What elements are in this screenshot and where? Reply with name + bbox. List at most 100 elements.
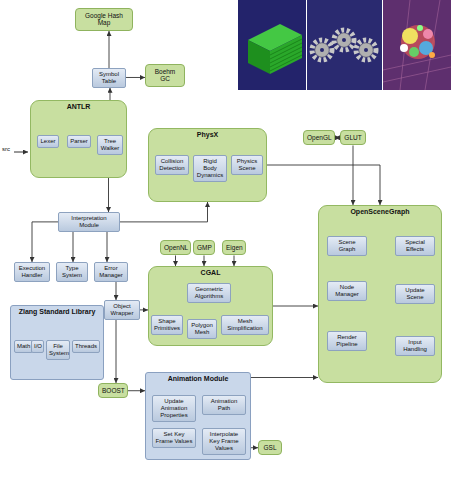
- box-label: Update Scene: [398, 287, 432, 301]
- slab-stripes: [270, 39, 302, 71]
- box-label: Special Effects: [398, 239, 432, 253]
- render-panel: [307, 0, 382, 90]
- library-box: OpenNL: [160, 240, 191, 255]
- box-label: I/O: [34, 343, 41, 350]
- component-box: Collision Detection: [155, 155, 189, 175]
- connector-arrow: [73, 232, 74, 262]
- input-label: src: [1, 146, 11, 152]
- box-label: Animation Module: [146, 373, 250, 383]
- component-box: Threads: [72, 340, 100, 353]
- box-label: Parser: [70, 138, 88, 145]
- module-group: MathI/OFile SystemThreadsZlang Standard …: [10, 305, 104, 380]
- component-box: Node Manager: [327, 281, 367, 301]
- connector-arrow: [128, 390, 145, 391]
- component-box: Rigid Body Dynamics: [193, 155, 227, 182]
- box-label: Input Handling: [398, 339, 432, 353]
- component-box: Tree Walker: [97, 135, 123, 155]
- box-label: Rigid Body Dynamics: [196, 158, 224, 179]
- component-box: Update Scene: [395, 284, 435, 304]
- box-label: BOOST: [102, 387, 124, 394]
- grid: [383, 0, 451, 90]
- component-box: I/O: [31, 340, 44, 353]
- connector-arrow: [251, 447, 258, 448]
- library-box: Eigen: [222, 240, 246, 255]
- box-label: Render Pipeline: [330, 334, 364, 348]
- box-label: Boehm GC: [149, 68, 181, 83]
- component-box: Polygon Mesh: [187, 319, 217, 339]
- box-label: Shape Primitives: [154, 318, 180, 332]
- box-label: Google Hash Map: [79, 12, 129, 27]
- render-panel: [238, 0, 306, 90]
- component-box: Render Pipeline: [327, 331, 367, 351]
- component-box: Shape Primitives: [151, 315, 183, 335]
- slab-side: [270, 35, 302, 74]
- component-box: Geometric Algorithms: [187, 283, 231, 303]
- connector-arrow: [32, 222, 58, 262]
- library-box: GSL: [258, 440, 282, 455]
- box-label: Geometric Algorithms: [190, 286, 228, 300]
- connector-arrow: [126, 77, 145, 78]
- box-label: Symbol Table: [95, 71, 123, 85]
- module-group: Update Animation Properties Animation Pat…: [145, 372, 251, 460]
- connector-arrow: [234, 255, 235, 266]
- component-box: Update Animation Properties: [152, 395, 196, 422]
- connector-arrow: [107, 232, 108, 262]
- component-box: Parser: [67, 135, 91, 148]
- gears: [312, 30, 376, 60]
- component-box: Scene Graph: [327, 236, 367, 256]
- component-box: Symbol Table: [92, 68, 126, 88]
- library-box: Google Hash Map: [75, 8, 133, 31]
- box-label: File System: [49, 343, 67, 357]
- library-box: GMP: [193, 240, 215, 255]
- box-label: Collision Detection: [158, 158, 186, 172]
- connector-arrow: [116, 282, 117, 300]
- module-group: Scene Graph Special EffectsNode Manager Up…: [318, 205, 442, 383]
- connector-arrow: [353, 145, 354, 205]
- connector-arrow: [140, 309, 148, 310]
- component-box: Interpolate Key Frame Values: [202, 428, 246, 455]
- box-label: Lexer: [40, 138, 56, 145]
- box-label: ANTLR: [31, 101, 126, 111]
- component-box: Physics Scene: [231, 155, 263, 175]
- component-box: Animation Path: [202, 395, 246, 415]
- component-box: Special Effects: [395, 236, 435, 256]
- connector-arrow: [109, 31, 110, 68]
- component-box: Mesh Simplification: [221, 315, 269, 335]
- library-box: GLUT: [340, 130, 366, 145]
- module-group: Collision Detection Rigid Body Dynamics Ph…: [148, 128, 267, 202]
- component-box: Set Key Frame Values: [152, 428, 196, 448]
- box-label: OpenSceneGraph: [319, 206, 441, 216]
- component-box: Object Wrapper: [104, 300, 140, 320]
- box-label: Interpolate Key Frame Values: [205, 431, 243, 452]
- module-group: Geometric AlgorithmsShape Primitives Poly…: [148, 266, 273, 346]
- library-box: BOOST: [98, 383, 128, 398]
- box-label: Interpretation Module: [61, 215, 117, 229]
- input-arrow: [14, 152, 28, 153]
- connector-arrow: [267, 165, 380, 205]
- box-label: Eigen: [226, 244, 242, 251]
- box-label: Type System: [59, 265, 85, 279]
- box-label: Set Key Frame Values: [155, 431, 193, 445]
- box-label: Zlang Standard Library: [11, 306, 103, 316]
- connector-arrow: [251, 377, 318, 378]
- render-panel: [383, 0, 451, 90]
- box-label: GMP: [197, 244, 211, 251]
- box-label: Object Wrapper: [107, 303, 137, 317]
- connector-arrow: [175, 255, 176, 266]
- connector-arrow: [120, 202, 208, 222]
- box-label: GSL: [262, 444, 278, 451]
- box-label: OpenGL: [307, 134, 331, 141]
- slab-front: [248, 40, 270, 74]
- component-box: Type System: [56, 262, 88, 282]
- component-box: Input Handling: [395, 336, 435, 356]
- box-label: Error Manager: [97, 265, 125, 279]
- library-box: Boehm GC: [145, 64, 185, 87]
- connector-arrow: [116, 320, 117, 383]
- connector-arrow: [204, 255, 205, 266]
- box-label: Mesh Simplification: [224, 318, 266, 332]
- box-label: Execution Handler: [17, 265, 47, 279]
- box-label: Physics Scene: [234, 158, 260, 172]
- library-box: OpenGL: [303, 130, 335, 145]
- box-label: Node Manager: [330, 284, 364, 298]
- box-label: Polygon Mesh: [190, 322, 214, 336]
